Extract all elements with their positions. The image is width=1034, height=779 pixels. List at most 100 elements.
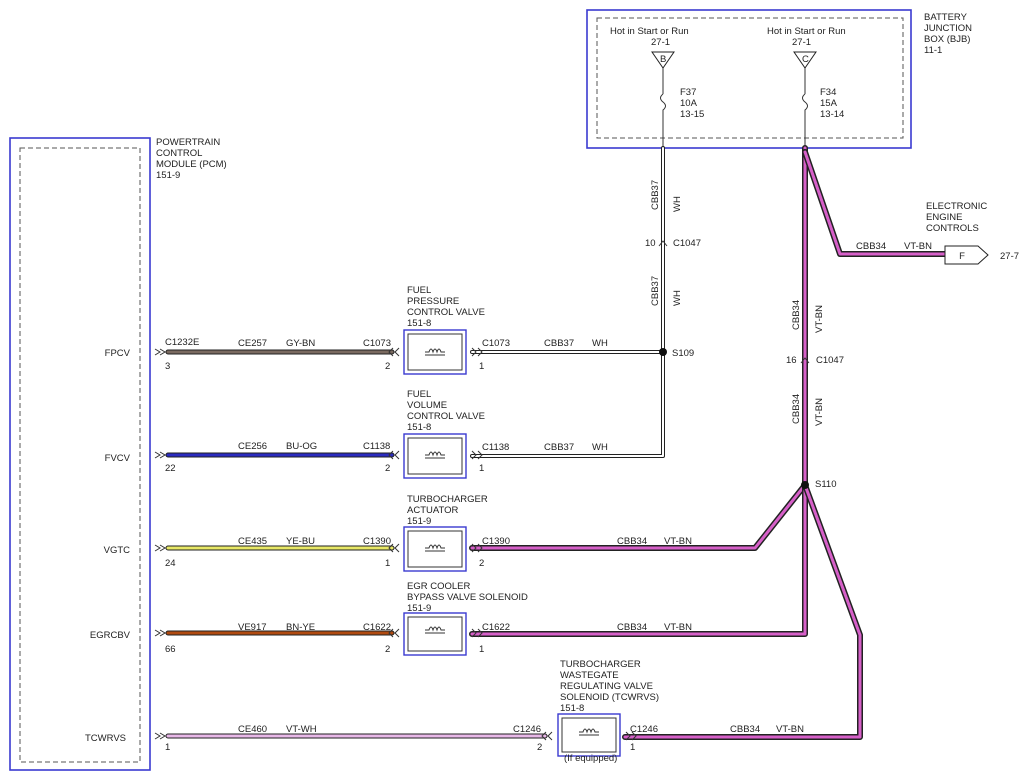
splice-label: S109 [672,348,694,359]
pin-label: 10 [645,238,656,249]
component-title-line: 151-8 [407,422,431,433]
connector-label: C1390 [363,536,391,547]
bjb-title-line: 11-1 [924,45,942,56]
pcm-side-wires [165,349,548,739]
circuit-label: VE917 [238,622,267,633]
pin-chevron-icon [154,732,166,740]
circuit-label: CBB37 [650,276,661,306]
component-title-line: FUEL [407,389,431,400]
component-title-line: REGULATING VALVE [560,681,653,692]
inline-connector-icon [800,357,810,364]
bjb-title-line: JUNCTION [924,23,972,34]
pcm-pin-name: TCWRVS [85,733,126,744]
connector-label: C1390 [482,536,510,547]
wire-cbb37-fvcv [470,350,665,458]
connector-chevron-icon [388,628,483,638]
component-title-line: VOLUME [407,400,447,411]
wire-color-label: VT-BN [814,398,825,426]
fuse-label: 13-15 [680,109,704,120]
component-inner [407,616,463,652]
pin-label: 2 [385,644,390,655]
connector-label: C1246 [630,724,658,735]
inline-connector-icon [658,240,668,247]
wire-color-label: VT-BN [814,305,825,333]
pin-label: 2 [385,361,390,372]
splice-s109-icon [659,348,667,356]
wire-color-label: YE-BU [286,536,315,547]
solenoid-coil-icon [579,728,599,736]
solenoid-coil-icon [425,348,445,356]
circuit-label: CE460 [238,724,267,735]
pcm-title-line: POWERTRAIN [156,137,220,148]
pin-label: 2 [479,558,484,569]
vt-bn-circuit: S110 CBB34 VT-BN 16 C1047 CBB34 VT-BN C1… [469,145,948,753]
pcm-inner-outline [19,147,141,763]
component-inner [407,333,463,371]
pcm-pin-num: 3 [165,361,170,372]
pcm-title-line: 151-9 [156,170,180,181]
wh-circuit: S109 CBB37 WH 10 C1047 CBB37 WH C1073 1 … [470,146,701,474]
wire-cbb34-eec-fill [803,150,947,256]
fuse-f37-icon [660,68,666,148]
component-title-line: EGR COOLER [407,581,470,592]
bjb-feed-label: Hot in Start or Run [610,26,689,37]
fuel-volume-control-valve: FUEL VOLUME CONTROL VALVE 151-8 [388,389,485,479]
wire-cbb34-eec [802,149,948,257]
fuse-label: 13-14 [820,109,844,120]
component-note: (If equipped) [564,753,617,764]
component-title-line: PRESSURE [407,296,459,307]
egr-cooler-bypass-valve-solenoid: EGR COOLER BYPASS VALVE SOLENOID 151-9 [388,581,528,656]
component-title-line: BYPASS VALVE SOLENOID [407,592,528,603]
bjb-feed-pin: B [660,54,666,65]
pin-label: 1 [630,742,635,753]
wire-cbb34-tcwrvs [622,482,863,740]
wire-color-label: WH [672,196,683,212]
wire-color-label: VT-BN [776,724,804,735]
component-title-line: CONTROL VALVE [407,411,485,422]
circuit-label: CBB34 [617,536,647,547]
wire-color-label: BU-OG [286,441,317,452]
pin-label: 1 [479,463,484,474]
circuit-label: CBB37 [544,338,574,349]
pin-label: 16 [786,355,797,366]
bjb-title-line: BATTERY [924,12,968,23]
battery-junction-box: BATTERY JUNCTION BOX (BJB) 11-1 Hot in S… [586,9,972,149]
pin-label: 2 [385,463,390,474]
pin-chevron-icon [154,451,166,459]
circuit-label: CE256 [238,441,267,452]
component-title-line: WASTEGATE [560,670,619,681]
circuit-label: CBB34 [791,394,802,424]
bjb-feed-ref: 27-1 [651,37,670,48]
bjb-feed-label: Hot in Start or Run [767,26,846,37]
connector-label: C1047 [816,355,844,366]
fuse-feed-b-icon [651,51,675,69]
eec-ref-label: 27-7 [1000,251,1019,262]
wire-cbb34-tcwrvs-fill [623,483,862,739]
component-inner [407,437,463,475]
eec-title-line: ENGINE [926,212,962,223]
wire-color-label: VT-BN [904,241,932,252]
pcm-pin-num: 66 [165,644,176,655]
pcm-title-line: CONTROL [156,148,202,159]
fuse-label: F34 [820,87,836,98]
turbocharger-actuator: TURBOCHARGER ACTUATOR 151-9 [388,494,488,572]
connector-chevron-icon [541,731,637,741]
pin-label: 1 [479,361,484,372]
bjb-title-line: BOX (BJB) [924,34,970,45]
circuit-label: CBB34 [617,622,647,633]
fuse-feed-c-icon [793,51,817,69]
fuse-label: 10A [680,98,698,109]
pin-chevron-icon [154,629,166,637]
component-title-line: 151-8 [560,703,584,714]
circuit-label: CBB34 [730,724,760,735]
circuit-label: CBB37 [544,442,574,453]
component-title-line: 151-8 [407,318,431,329]
pcm-pin-name: FPCV [105,348,131,359]
connector-label: C1622 [482,622,510,633]
connector-label: C1073 [482,338,510,349]
connector-label: C1073 [363,338,391,349]
connector-chevron-icon [388,347,483,357]
circuit-label: CBB34 [856,241,886,252]
turbocharger-wastegate-solenoid: TURBOCHARGER WASTEGATE REGULATING VALVE … [541,659,659,764]
bjb-feed-pin: C [802,54,809,65]
